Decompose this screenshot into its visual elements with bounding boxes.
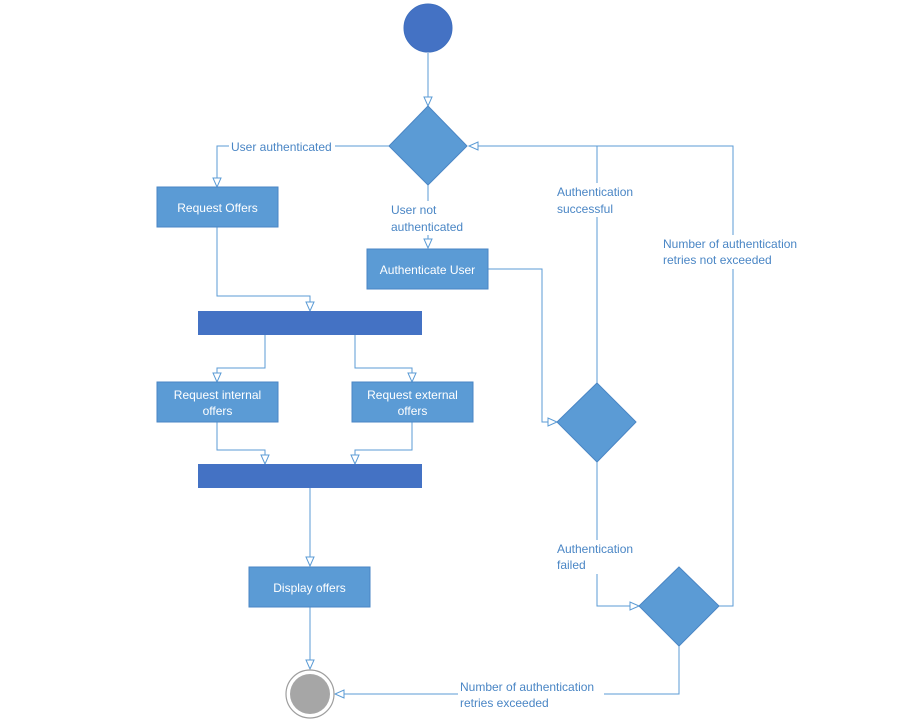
connectors [216,53,734,695]
arrow-head-down [305,659,315,671]
join-bar[interactable] [198,464,422,488]
authentication-successful-label-line1: Authentication [557,185,633,199]
arrow-head-down [423,96,433,108]
authentication-successful-label-bg [555,183,641,217]
retries-not-exceeded-label-line2: retries not exceeded [663,253,772,267]
edge-retries-exceeded [343,646,680,695]
decision-authentication-check[interactable] [388,105,468,186]
arrow-head-right [629,601,641,611]
arrow-heads [212,96,641,699]
decision-retry-limit[interactable] [638,566,720,647]
edge-labels: User authenticated User not authenticate… [229,138,807,712]
edge-fork-to-internal [216,335,266,375]
retries-exceeded-label-line1: Number of authentication [460,680,594,694]
arrow-head-down [260,454,270,466]
node-labels: Request Offers Authenticate User Request… [174,201,475,595]
arrow-head-down [212,177,222,189]
user-not-authenticated-label-bg [389,201,469,235]
request-external-offers-label-line1: Request external [367,388,458,402]
fork-bar[interactable] [198,311,422,335]
arrow-head-down [350,454,360,466]
authentication-successful-label-line2: successful [557,202,613,216]
user-not-authenticated-label-line2: authenticated [391,220,463,234]
retries-exceeded-label-bg [458,678,604,712]
request-external-offers-label-line2: offers [398,404,428,418]
edge-fork-to-external [354,335,413,375]
request-internal-offers-label-line2: offers [203,404,233,418]
retries-not-exceeded-label-line1: Number of authentication [663,237,797,251]
nodes [156,3,720,719]
arrow-head-left [333,689,345,699]
user-authenticated-label-bg [229,138,335,154]
retries-not-exceeded-label-bg [661,235,807,269]
arrow-head-right [547,417,559,427]
end-node-inner [290,674,330,714]
user-authenticated-label: User authenticated [231,140,332,154]
action-request-external-offers[interactable] [351,381,474,423]
authenticate-user-label: Authenticate User [380,263,475,277]
arrow-head-down [305,556,315,568]
authentication-failed-label-line1: Authentication [557,542,633,556]
arrow-head-down [305,301,315,313]
arrow-head-down [423,238,433,250]
action-request-internal-offers[interactable] [156,381,279,423]
edge-request-offers-to-fork [216,227,311,304]
decision-authentication-result[interactable] [556,382,637,463]
edge-external-to-join [354,421,413,457]
edge-retries-not-exceeded [597,145,734,607]
arrow-head-left [467,141,479,151]
edge-authentication-failed [596,462,632,607]
request-offers-label: Request Offers [177,201,257,215]
edge-internal-to-join [216,421,266,457]
display-offers-label: Display offers [273,581,345,595]
arrow-head-down [212,372,222,384]
edge-authentication-successful [476,145,598,383]
arrow-head-down [407,372,417,384]
edge-authenticate-to-result-decision [488,268,550,423]
request-internal-offers-label-line1: Request internal [174,388,261,402]
user-not-authenticated-label-line1: User not [391,203,437,217]
authentication-failed-label-bg [555,540,641,574]
action-request-offers[interactable] [156,186,279,228]
retries-exceeded-label-line2: retries exceeded [460,696,549,710]
start-node[interactable] [403,3,453,53]
action-authenticate-user[interactable] [366,248,489,290]
action-display-offers[interactable] [248,566,371,608]
authentication-failed-label-line2: failed [557,558,586,572]
